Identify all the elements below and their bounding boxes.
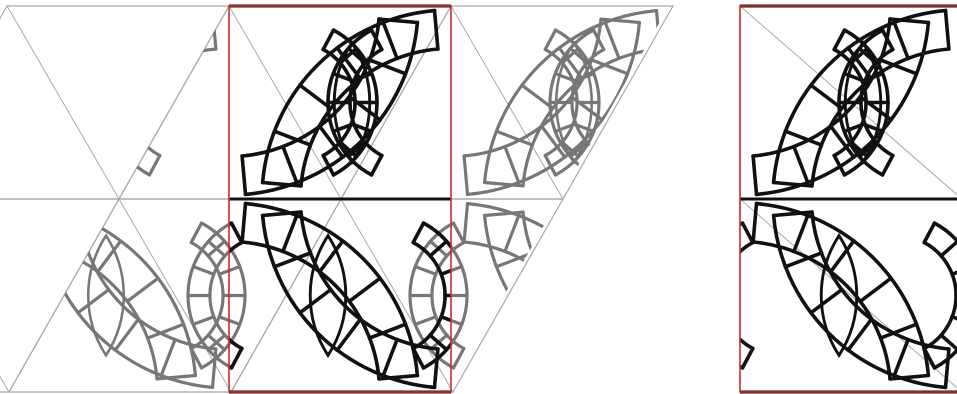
figure-background <box>0 0 957 394</box>
tiling-figure <box>0 0 957 394</box>
